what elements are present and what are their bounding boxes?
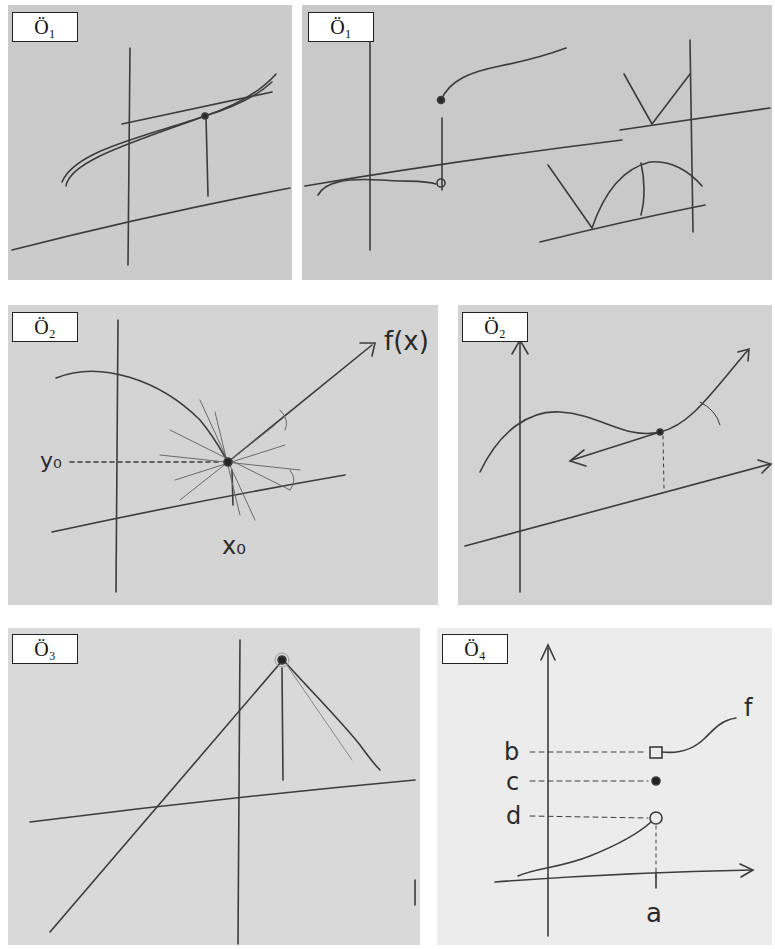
axis	[12, 188, 290, 250]
point	[652, 777, 660, 785]
point	[657, 429, 663, 435]
v-curve	[548, 162, 702, 228]
panel-label-box: Ö₂	[462, 312, 528, 342]
photo-ground	[8, 305, 438, 605]
leader-line	[530, 752, 646, 753]
curve	[56, 371, 228, 462]
tick	[655, 872, 657, 888]
axis	[238, 640, 240, 944]
axis	[305, 140, 622, 186]
point	[438, 97, 445, 104]
arrowhead	[570, 450, 586, 466]
arrowhead	[758, 460, 771, 473]
panel-label: Ö₂	[34, 317, 55, 337]
point	[278, 656, 286, 664]
panel-label: Ö₁	[330, 17, 351, 37]
open-point	[437, 179, 445, 187]
leader-line	[530, 781, 648, 782]
sketch-label: y₀	[40, 450, 62, 472]
panel-label-box: Ö₁	[12, 12, 78, 42]
drop-line	[206, 116, 208, 196]
axis	[547, 648, 549, 936]
panel-label: Ö₁	[34, 17, 55, 37]
panel-label: Ö₂	[484, 317, 505, 337]
panel-label-box: Ö₂	[12, 312, 78, 342]
open-point	[650, 812, 662, 824]
mark	[414, 880, 416, 905]
secant-line	[572, 432, 660, 460]
point	[224, 458, 232, 466]
photo-ground	[8, 5, 292, 280]
sketch-label: d	[506, 804, 521, 828]
axis	[369, 20, 371, 250]
axis	[465, 464, 770, 546]
pencil-lines	[12, 20, 771, 944]
curve	[66, 74, 276, 186]
photo-ground	[8, 628, 420, 945]
tangent-line	[122, 92, 272, 124]
axis	[690, 40, 693, 232]
mark	[641, 163, 644, 215]
axis	[495, 870, 752, 882]
drop-line	[656, 826, 657, 878]
tangent-line	[286, 664, 352, 760]
photo-ground	[302, 5, 772, 280]
panel-label-box: Ö₄	[442, 634, 508, 664]
arrowhead	[360, 343, 375, 356]
panel-label-box: Ö₁	[308, 12, 374, 42]
curve	[480, 350, 748, 472]
curve	[662, 718, 736, 752]
axis	[52, 475, 345, 532]
curve	[62, 82, 272, 182]
drop-line	[282, 668, 283, 780]
sketch-label: a	[646, 900, 662, 926]
drop-line	[441, 118, 443, 190]
sketch-label: f	[744, 696, 752, 720]
panel-label: Ö₄	[464, 639, 485, 659]
panel-grounds	[8, 5, 772, 945]
point	[202, 113, 208, 119]
axis	[620, 108, 770, 130]
sketch-label: x₀	[222, 534, 246, 558]
axis	[519, 342, 521, 592]
axis	[128, 48, 130, 265]
axis	[116, 320, 118, 592]
curve	[285, 662, 380, 770]
leader-line	[70, 461, 218, 463]
mark	[700, 402, 720, 425]
photo-ground	[437, 628, 772, 945]
halo	[275, 653, 289, 667]
axis	[540, 205, 705, 242]
panel-label-box: Ö₃	[12, 634, 78, 664]
arrowhead	[541, 645, 555, 660]
curve	[441, 48, 566, 100]
leader-line	[530, 816, 648, 818]
photo-ground	[458, 305, 772, 605]
open-square	[650, 747, 662, 758]
line	[50, 661, 282, 932]
sketch-label: f(x)	[384, 328, 429, 354]
tangent-rays	[160, 400, 300, 520]
axis	[30, 780, 415, 822]
arrowhead	[740, 864, 753, 877]
drop-line	[663, 436, 664, 488]
arrowhead	[738, 349, 749, 361]
v-curve	[624, 74, 690, 124]
curve	[318, 180, 436, 195]
curve	[518, 822, 651, 876]
arrowhead	[512, 340, 528, 354]
sketch-label: b	[504, 740, 519, 764]
sketch-label: c	[506, 770, 519, 794]
panel-label: Ö₃	[34, 639, 55, 659]
